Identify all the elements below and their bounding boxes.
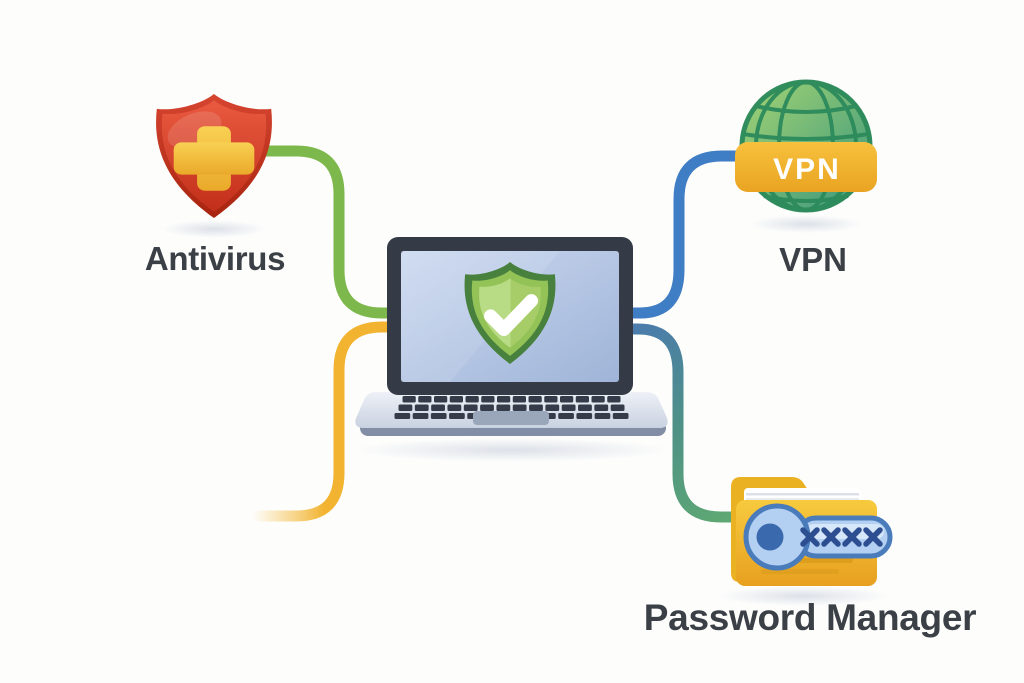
labels: Antivirus VPN Password Manager	[145, 240, 977, 638]
connector-lines	[246, 145, 751, 523]
connector-laptop-to-bottom-left	[246, 321, 404, 522]
vpn-banner	[735, 142, 877, 192]
antivirus-shadow	[162, 220, 266, 238]
password-dots	[800, 527, 883, 547]
vpn-banner-text: VPN	[773, 153, 841, 186]
connector-laptop-to-password-manager	[624, 323, 742, 523]
screen-shield-check-icon	[464, 262, 556, 364]
shadows	[162, 215, 889, 606]
key-icon	[743, 503, 893, 571]
vpn-label: VPN	[779, 241, 847, 278]
folder-shadow	[717, 586, 889, 606]
paper-edge-line	[746, 493, 859, 496]
globe-parallel-top	[755, 104, 857, 114]
globe-parallel-upper	[742, 132, 870, 141]
protected-laptop-shield-check-icon	[355, 237, 668, 436]
connector-antivirus-to-laptop	[250, 145, 404, 319]
key-hole	[756, 523, 784, 551]
laptop-shadow	[354, 438, 670, 462]
antivirus-shield-cross-icon	[156, 94, 272, 218]
globe-parallel-lower	[763, 194, 849, 203]
paper-edge-line-2	[746, 498, 859, 501]
cross-horizontal-bar	[173, 142, 255, 175]
password-manager-label: Password Manager	[644, 597, 976, 638]
medical-cross-icon	[173, 126, 255, 191]
vpn-globe-icon: VPN	[735, 79, 877, 213]
password-folder-key-icon	[731, 477, 893, 586]
connector-laptop-to-vpn	[624, 150, 751, 319]
vpn-shadow	[750, 215, 862, 233]
checkmark-icon	[483, 294, 539, 336]
antivirus-label: Antivirus	[145, 240, 285, 277]
trackpad	[473, 411, 549, 425]
